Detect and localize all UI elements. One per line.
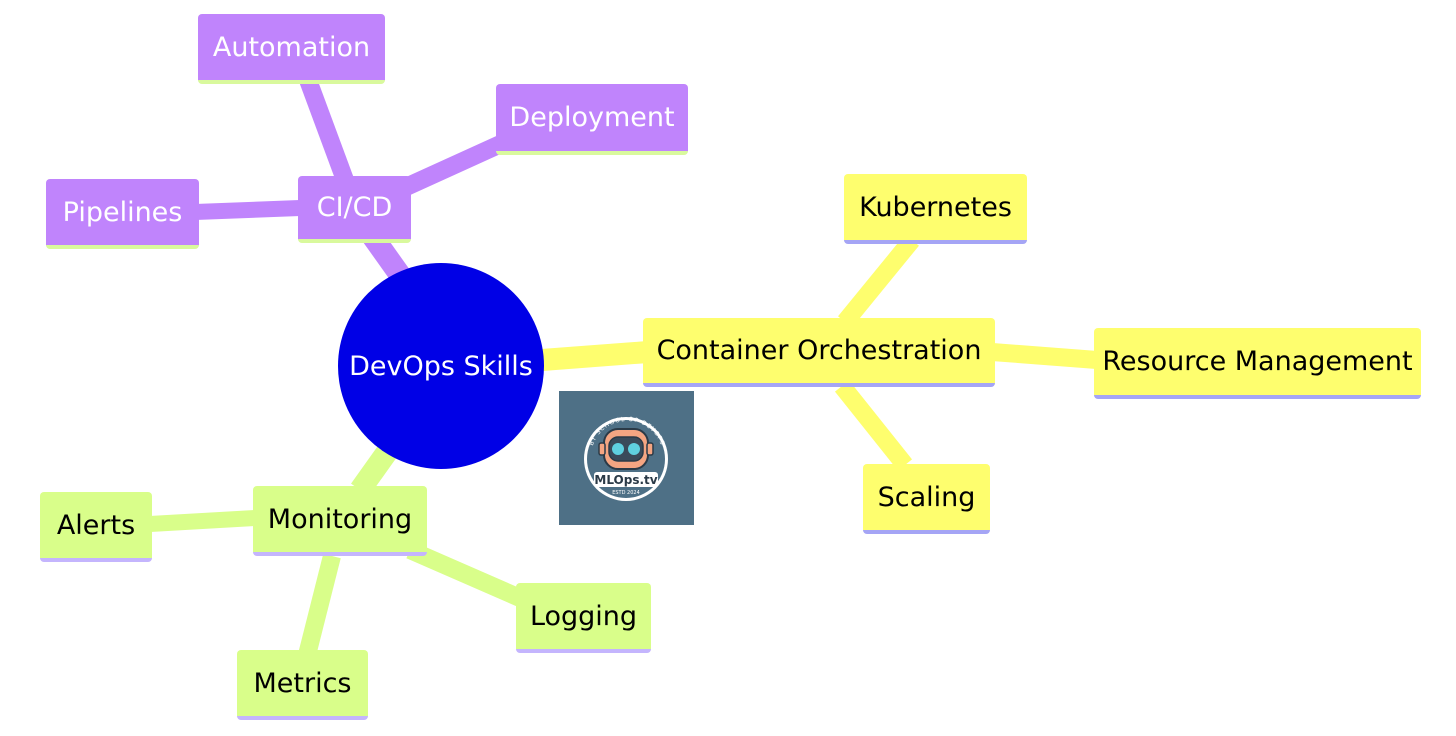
edge-container-resource xyxy=(991,343,1098,369)
edge-monitoring-metrics xyxy=(298,553,341,658)
edge-monitoring-alerts xyxy=(149,510,256,532)
root-label: DevOps Skills xyxy=(349,350,533,382)
node-monitoring-label: Monitoring xyxy=(267,503,413,535)
node-alerts[interactable]: Alerts xyxy=(40,492,152,562)
node-deployment[interactable]: Deployment xyxy=(496,84,688,155)
node-alerts-label: Alerts xyxy=(56,509,136,541)
node-cicd[interactable]: CI/CD xyxy=(298,176,411,243)
edge-monitoring-logging xyxy=(406,541,524,607)
logo-estd: ESTD 2024 xyxy=(612,490,640,496)
edge-root-container xyxy=(541,341,649,371)
logo-badge: BY SCHOOL OF DEVOPS MLOps.tv ESTD 2024 xyxy=(584,416,668,501)
container-edges xyxy=(541,234,1098,471)
robot-head-icon xyxy=(598,428,654,470)
edge-container-scaling xyxy=(834,380,913,471)
edge-container-kubernetes xyxy=(838,234,919,328)
node-pipelines[interactable]: Pipelines xyxy=(46,179,199,249)
node-deployment-label: Deployment xyxy=(509,102,675,133)
node-scaling[interactable]: Scaling xyxy=(863,464,990,534)
mlops-tv-logo: BY SCHOOL OF DEVOPS MLOps.tv ESTD 2024 xyxy=(559,391,694,525)
node-kubernetes[interactable]: Kubernetes xyxy=(844,174,1027,244)
edge-cicd-deployment xyxy=(391,133,509,201)
node-container-orchestration[interactable]: Container Orchestration xyxy=(643,318,995,387)
node-resource-management-label: Resource Management xyxy=(1102,346,1413,377)
node-logging-label: Logging xyxy=(529,600,638,632)
node-automation[interactable]: Automation xyxy=(198,14,385,84)
node-automation-label: Automation xyxy=(212,31,371,63)
node-metrics[interactable]: Metrics xyxy=(237,650,368,720)
logo-name: MLOps.tv xyxy=(594,473,657,487)
node-cicd-label: CI/CD xyxy=(316,192,393,223)
node-scaling-label: Scaling xyxy=(877,481,976,513)
node-monitoring[interactable]: Monitoring xyxy=(253,486,427,556)
logo-name-banner xyxy=(594,472,658,487)
monitoring-edges xyxy=(149,438,524,658)
root-node[interactable]: DevOps Skills xyxy=(338,263,544,469)
node-logging[interactable]: Logging xyxy=(516,583,651,653)
node-kubernetes-label: Kubernetes xyxy=(859,191,1012,223)
edge-cicd-pipelines xyxy=(194,200,301,220)
node-metrics-label: Metrics xyxy=(253,667,352,699)
node-pipelines-label: Pipelines xyxy=(62,196,183,228)
node-resource-management[interactable]: Resource Management xyxy=(1094,328,1421,399)
edge-cicd-automation xyxy=(299,76,354,184)
node-container-orchestration-label: Container Orchestration xyxy=(656,335,982,366)
